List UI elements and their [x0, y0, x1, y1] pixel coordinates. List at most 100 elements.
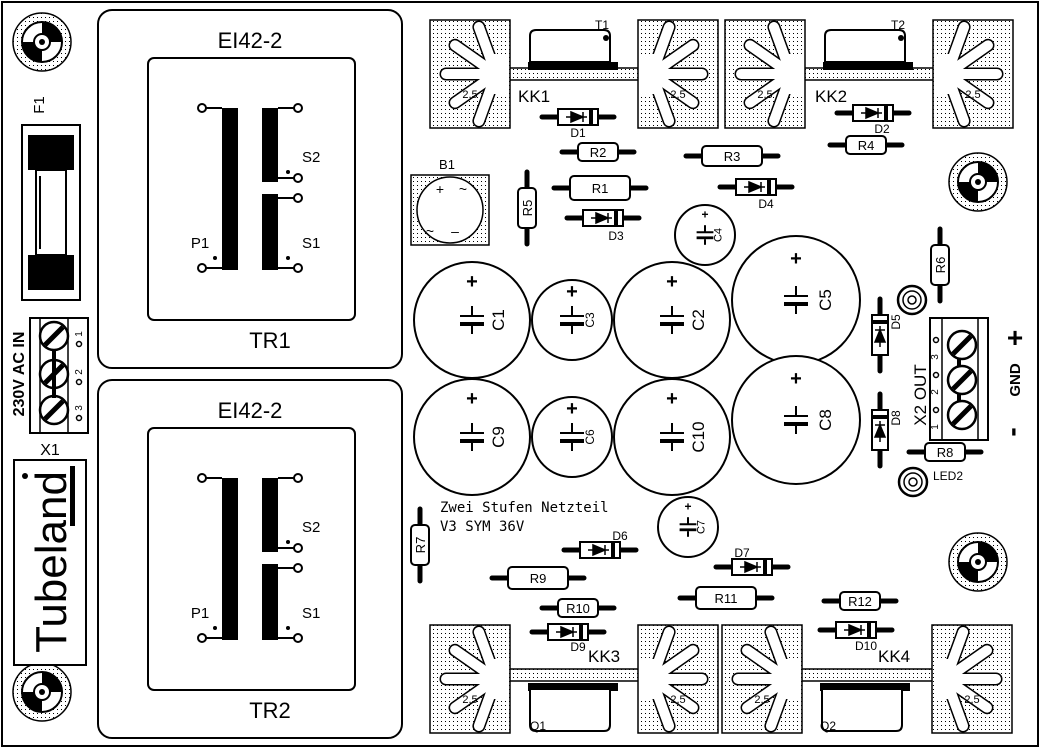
- heatsink-fins: [439, 625, 508, 733]
- pin-label-p1: P1: [191, 605, 209, 622]
- output-connector-label: X2 OUT: [911, 364, 930, 425]
- input-connector-label: X1: [40, 442, 60, 459]
- diode-label: D10: [855, 639, 877, 653]
- mounting-hole-3: [948, 152, 1008, 212]
- heatsink-thickness-label: 2,5: [754, 694, 769, 706]
- capacitor-label: C7: [696, 520, 708, 534]
- polarity-plus-sign: +: [790, 248, 802, 270]
- resistor-label: R4: [858, 138, 875, 153]
- resistor-r1: R1: [551, 175, 649, 201]
- input-pin-label: 1: [74, 331, 85, 337]
- heatsink-fins: [935, 20, 1004, 128]
- heatsink-fins: [640, 20, 709, 128]
- input-pin-label: 2: [74, 369, 85, 375]
- polarity-plus-sign: +: [684, 500, 691, 514]
- polarity-plus-sign: +: [666, 271, 678, 293]
- transformer-core-label: EI42-2: [218, 398, 283, 423]
- diode-d8: D8: [871, 391, 903, 469]
- resistor-label: R6: [933, 257, 948, 274]
- capacitor-label: C2: [689, 309, 708, 331]
- resistor-r9: R9: [489, 566, 587, 590]
- heatsink-fins: [640, 625, 709, 733]
- resistor-r2: R2: [559, 142, 637, 162]
- output-pin-label: 2: [930, 389, 941, 395]
- resistor-label: R9: [530, 571, 547, 586]
- diode-d4: D4: [717, 178, 795, 211]
- diode-d3: D3: [564, 209, 642, 243]
- rectifier-ac: ~: [426, 223, 434, 239]
- diode-d7: D7: [713, 546, 791, 576]
- capacitor-c10: +C10: [613, 378, 731, 496]
- pin-label-p1: P1: [191, 235, 209, 252]
- resistor-r3: R3: [683, 145, 781, 167]
- diode-label: D3: [608, 229, 624, 243]
- diode-d5: D5: [871, 296, 903, 374]
- input-connector-caption: 230V AC IN: [11, 332, 28, 417]
- transformer-core-label: EI42-2: [218, 28, 283, 53]
- output-pin-label: 3: [930, 354, 941, 360]
- pin-label-s2: S2: [302, 519, 320, 536]
- diode-d6: D6: [561, 529, 639, 559]
- polarity-plus-sign: +: [666, 388, 678, 410]
- resistor-label: R1: [592, 181, 609, 196]
- transistor-label: Q2: [820, 719, 836, 733]
- pin-label-s1: S1: [302, 235, 320, 252]
- rectifier-ac: ~: [459, 181, 467, 197]
- capacitor-c9: +C9: [413, 378, 531, 496]
- polarity-plus-sign: +: [566, 281, 578, 303]
- heatsink-label: KK3: [588, 647, 620, 666]
- capacitor-c7: + C7: [657, 496, 719, 558]
- heatsink-label: KK1: [518, 87, 550, 106]
- led-label: LED2: [933, 469, 963, 483]
- capacitor-label: C3: [583, 312, 597, 328]
- resistor-label: R11: [715, 591, 738, 606]
- capacitor-label: C9: [489, 426, 508, 448]
- capacitor-label: C8: [816, 409, 835, 431]
- heatsink-fins: [439, 20, 508, 128]
- mounting-hole-4: [948, 532, 1008, 592]
- resistor-label: R7: [413, 537, 428, 554]
- tubeland-logo: Tubeland: [13, 459, 87, 666]
- capacitor-label: C5: [816, 289, 835, 311]
- diode-label: D4: [758, 197, 774, 211]
- input-pin-label: 3: [74, 405, 85, 411]
- capacitor-c6: +C6: [531, 396, 613, 478]
- transformer-label: TR1: [249, 328, 291, 353]
- resistor-r10: R10: [539, 598, 617, 618]
- capacitor-label: C1: [489, 309, 508, 331]
- diode-d10: D10: [817, 621, 895, 653]
- polarity-plus-sign: +: [701, 208, 708, 222]
- heatsink-thickness-label: 2,5: [670, 694, 685, 706]
- output-pin-label: 1: [930, 424, 941, 430]
- transformer-label: TR2: [249, 698, 291, 723]
- diode-label: D5: [889, 314, 903, 330]
- board-title-line2: V3 SYM 36V: [440, 519, 525, 535]
- resistor-r4: R4: [827, 135, 905, 155]
- transistor-label: Q1: [530, 719, 546, 733]
- capacitor-c2: + C2: [613, 261, 731, 379]
- transistor-label: T2: [891, 18, 905, 32]
- resistor-r6: R6: [930, 226, 950, 304]
- resistor-label: R12: [848, 594, 872, 609]
- led-2: LED2: [897, 466, 963, 498]
- transistor-label: T1: [595, 18, 609, 32]
- capacitor-c3: + C3: [531, 279, 613, 361]
- capacitor-c5: + C5: [731, 235, 861, 365]
- fuse-label: F1: [31, 96, 48, 114]
- resistor-label: R10: [566, 601, 590, 616]
- fuse-f1: F1: [21, 96, 81, 301]
- diode-label: D6: [612, 529, 628, 543]
- capacitor-c4: +C4: [674, 204, 736, 266]
- resistor-r8: R8: [906, 442, 984, 462]
- heatsink-thickness-label: 2,5: [964, 694, 979, 706]
- polarity-plus-sign: +: [566, 398, 578, 420]
- mounting-hole-2: [12, 662, 72, 722]
- heatsink-thickness-label: 2,5: [965, 89, 980, 101]
- pin-label-s1: S1: [302, 605, 320, 622]
- resistor-r11: R11: [677, 586, 775, 610]
